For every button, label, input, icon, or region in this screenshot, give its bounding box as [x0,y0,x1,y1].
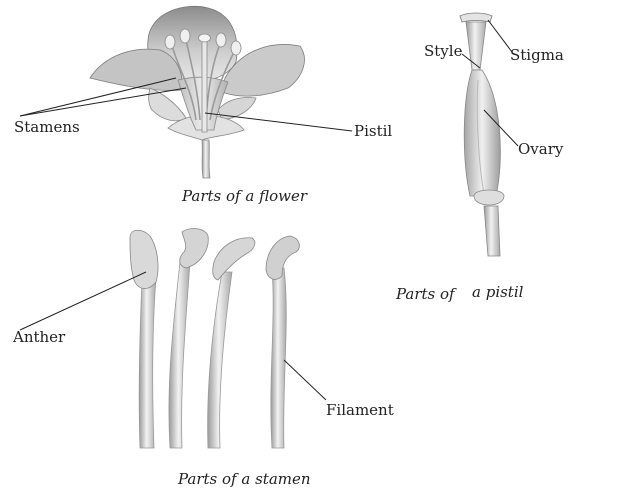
anther-heads [164,28,242,56]
caption-flower: Parts of a flower [182,187,308,205]
flower-stalk [201,139,211,179]
pistil-style [465,21,487,71]
pistil-base-ring [473,189,505,206]
caption-pistil-rest: a pistil [472,283,524,301]
pistil-pedicel [483,205,501,257]
style-leader [461,53,481,69]
label-stigma: Stigma [510,46,564,64]
label-ovary: Ovary [518,140,564,158]
stamens-leader-2 [19,87,187,117]
label-anther: Anther [13,328,66,346]
stamen-3-anther [212,237,256,281]
filament-leader [283,359,327,401]
petal-front-left [148,87,187,122]
stamen-4-anther [265,235,300,280]
ovary-leader [483,109,519,147]
label-stamens: Stamens [14,118,80,136]
pistil-illustration [459,12,519,257]
pistil-stigma [459,12,493,23]
label-filament: Filament [326,401,394,419]
stamens-illustration [19,228,327,449]
pistil-ovary [463,69,501,197]
flower-stigma [198,33,211,43]
stamen-2-anther [179,228,209,269]
stigma-leader [487,19,513,53]
pistil-leader [204,112,353,132]
anther-leader [19,271,147,331]
stamen-1-filament [138,277,157,449]
stamen-3-filament [207,271,233,449]
label-style: Style [424,42,463,60]
label-pistil: Pistil [354,122,393,140]
petal-right [221,44,305,97]
stamen-4-filament [270,267,287,449]
petal-left [89,48,183,91]
petal-front-right [217,97,257,121]
stamen-2-filament [168,261,191,449]
stamen-1-anther [129,229,159,289]
flower-pistil [201,39,208,133]
stamens-leader-1 [19,77,177,117]
flower-illustration [19,5,353,179]
caption-pistil-of: Parts of [396,285,455,303]
caption-stamen: Parts of a stamen [178,470,311,488]
